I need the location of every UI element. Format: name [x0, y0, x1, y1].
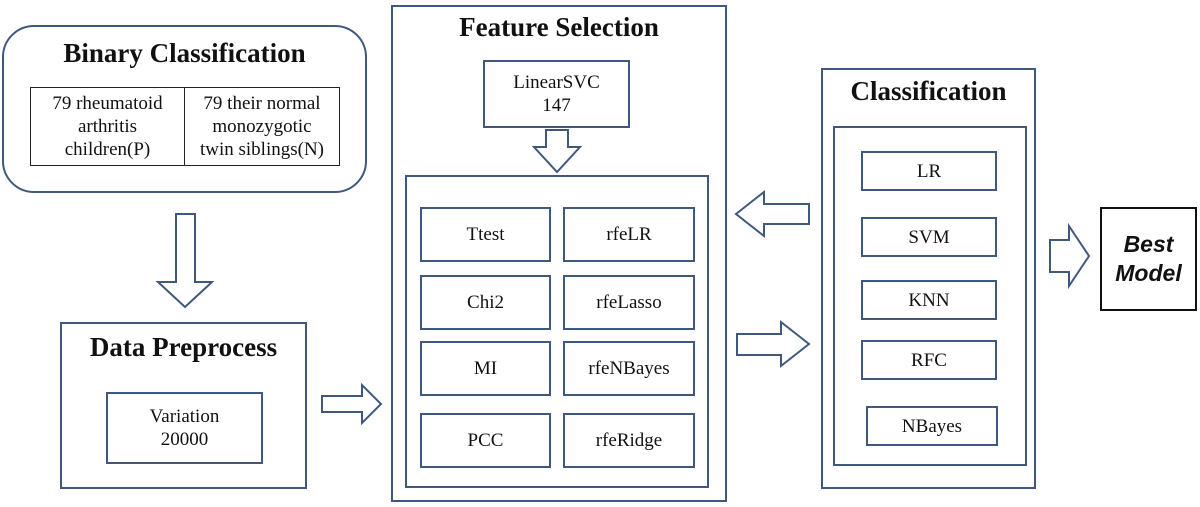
classifier-box: NBayes: [866, 406, 998, 446]
sample-cell-patients: 79 rheumatoid arthritis children(P): [31, 88, 185, 165]
feature-selection-title: Feature Selection: [459, 12, 659, 42]
classifier-box: LR: [861, 151, 997, 191]
binary-classification-title: Binary Classification: [63, 38, 306, 68]
linearsvc-box: LinearSVC 147: [483, 60, 630, 128]
classifier-box: SVM: [861, 217, 997, 257]
method-box: Chi2: [420, 275, 551, 330]
sample-table: 79 rheumatoid arthritis children(P) 79 t…: [30, 87, 340, 166]
classifier-box: RFC: [861, 340, 997, 380]
down-arrow-to-methods: [531, 129, 583, 174]
classifier-box: KNN: [861, 280, 997, 320]
sample-cell-controls: 79 their normal monozygotic twin sibling…: [199, 93, 325, 160]
method-box: MI: [420, 341, 551, 396]
right-arrow-to-classification: [736, 319, 811, 369]
variation-box: Variation 20000: [106, 392, 263, 464]
best-model-box: Best Model: [1100, 207, 1197, 311]
down-arrow-to-preprocess: [155, 213, 215, 309]
left-arrow-back-to-feature-selection: [734, 189, 810, 239]
data-preprocess-title: Data Preprocess: [89, 332, 278, 362]
method-box: PCC: [420, 413, 551, 468]
method-box: rfeLR: [563, 207, 695, 262]
right-arrow-to-feature-selection: [321, 382, 383, 426]
method-box: rfeLasso: [563, 275, 695, 330]
classification-title: Classification: [850, 76, 1007, 106]
right-arrow-to-best-model: [1049, 222, 1091, 290]
method-box: rfeNBayes: [563, 341, 695, 396]
method-box: rfeRidge: [563, 413, 695, 468]
method-box: Ttest: [420, 207, 551, 262]
